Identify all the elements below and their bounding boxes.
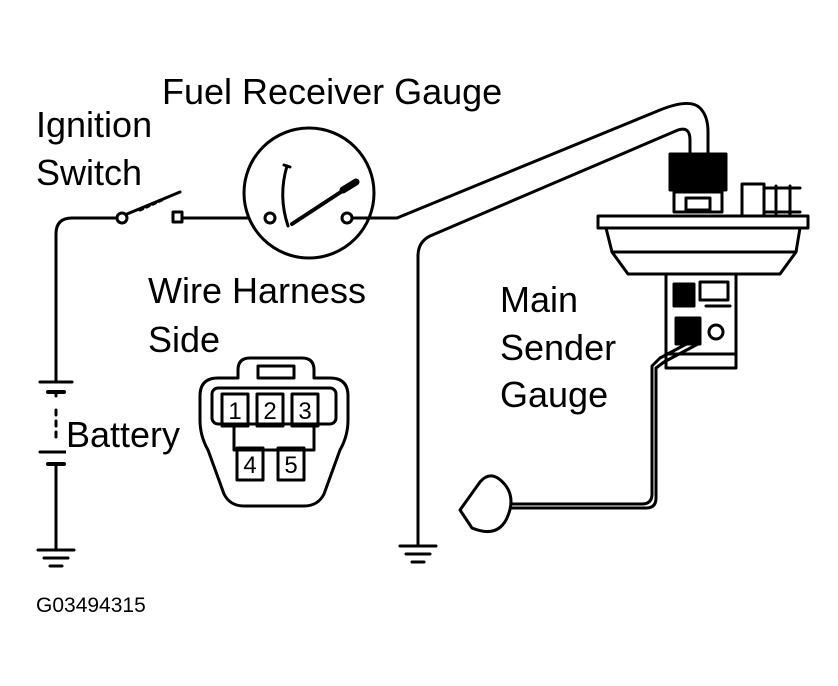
ignition-label: Ignition	[36, 104, 153, 145]
sender-gauge-assembly	[458, 152, 810, 534]
pin-3: 3	[298, 398, 311, 425]
ignition-switch-symbol	[115, 190, 268, 225]
side-label: Side	[148, 319, 221, 360]
connector-pin-labels: 1 2 3 4 5	[228, 398, 311, 479]
gauge-to-sender-wire	[350, 102, 710, 220]
fuel-receiver-gauge-symbol	[242, 126, 376, 260]
pin-5: 5	[284, 452, 297, 479]
sender-to-ground-wire	[416, 127, 692, 546]
gauge-label: Gauge	[500, 374, 609, 415]
pin-4: 4	[243, 452, 256, 479]
main-label: Main	[500, 279, 579, 320]
pin-2: 2	[263, 398, 276, 425]
fuel-receiver-gauge-label: Fuel Receiver Gauge	[162, 71, 503, 112]
sender-label: Sender	[500, 327, 617, 368]
ground-symbol-right	[398, 544, 438, 564]
wire-harness-connector	[198, 356, 350, 508]
pin-1: 1	[228, 398, 241, 425]
switch-label: Switch	[36, 152, 143, 193]
ground-symbol-left	[36, 548, 76, 568]
left-wire	[54, 216, 122, 384]
figure-code: G03494315	[36, 594, 146, 617]
wire-harness-label: Wire Harness	[148, 270, 367, 311]
battery-label: Battery	[66, 412, 181, 458]
